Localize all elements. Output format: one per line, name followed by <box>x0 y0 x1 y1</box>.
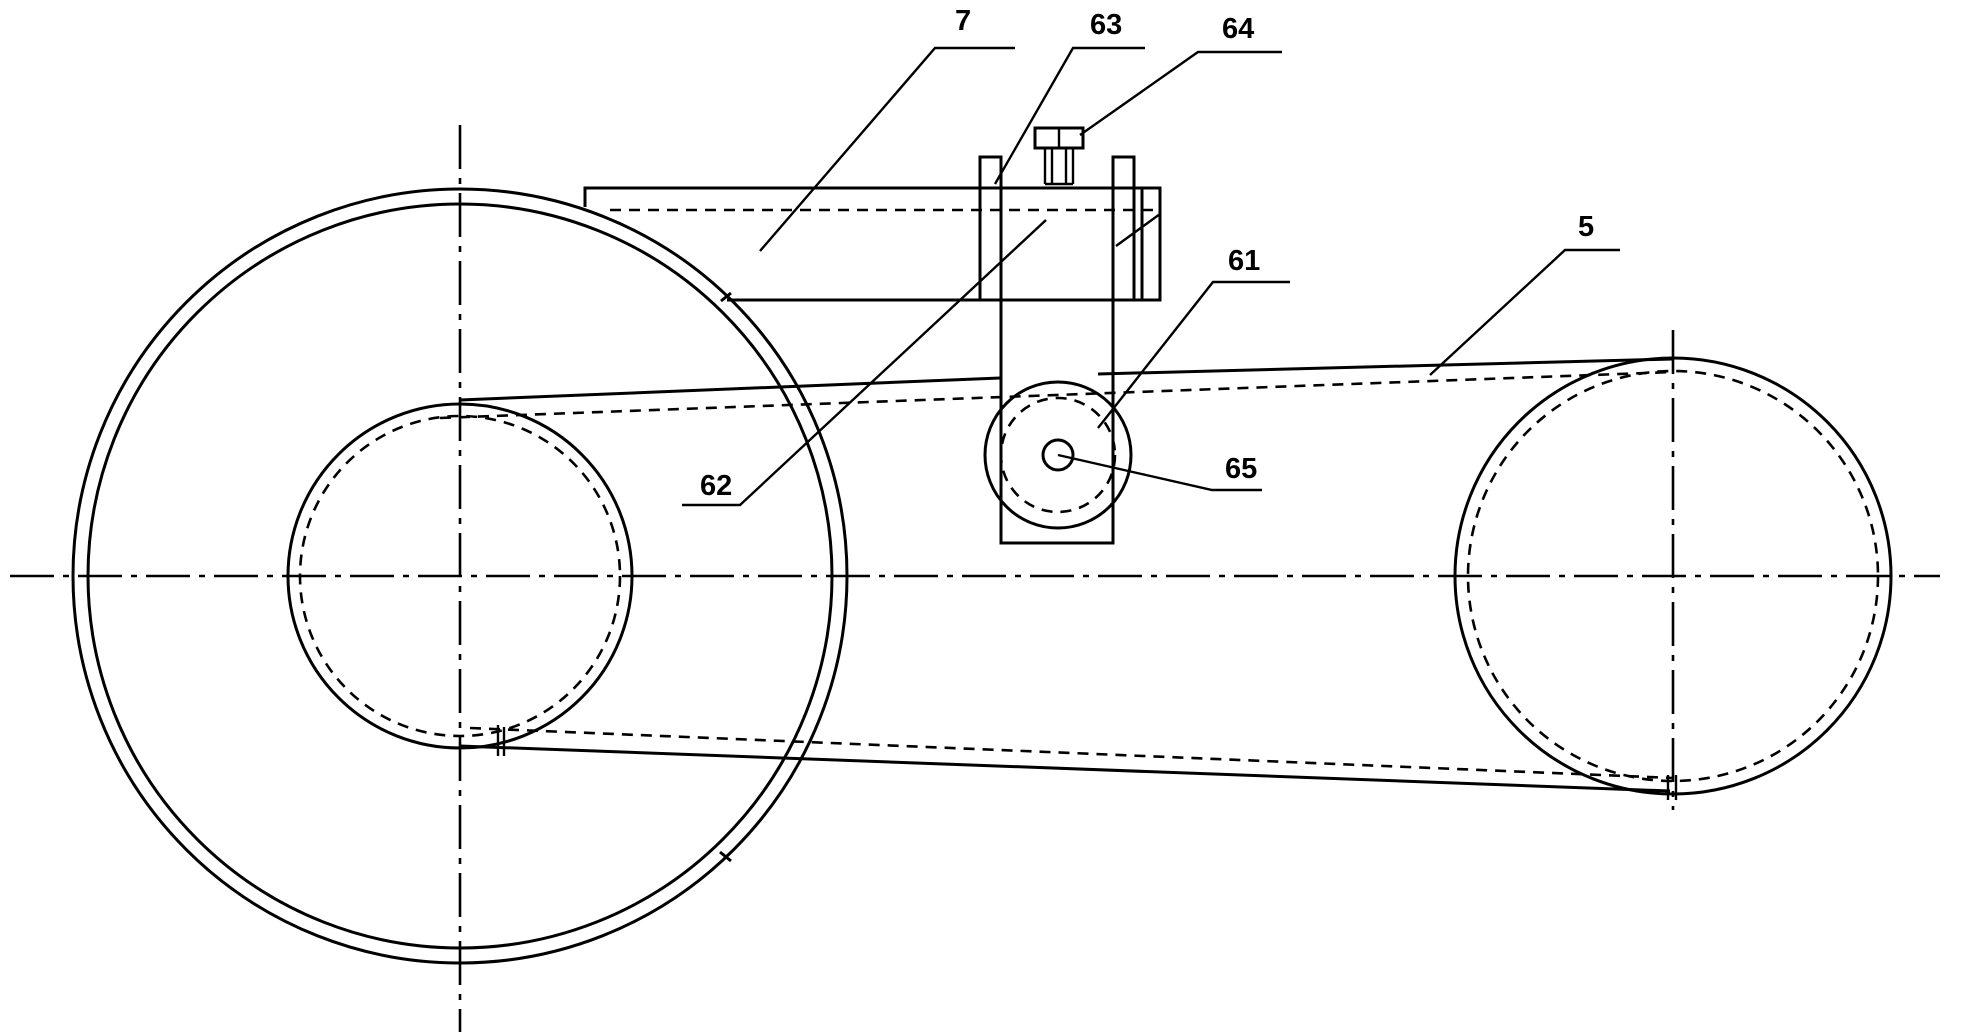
right-pulley-pitch-circle <box>1466 369 1880 783</box>
label-part-62: 62 <box>700 470 732 502</box>
left-pulley-circle <box>286 402 634 750</box>
belt-lower-run <box>459 744 1671 793</box>
tension-wheel-pitch-circle <box>999 396 1117 514</box>
leader-65 <box>1057 453 1262 492</box>
label-part-61: 61 <box>1228 245 1260 277</box>
label-part-65: 65 <box>1225 453 1257 485</box>
left-pulley-pitch-circle <box>298 414 622 738</box>
large-wheel-joint-mark-lower <box>719 850 732 863</box>
slider-body <box>999 300 1115 545</box>
center-lines <box>10 125 1940 1032</box>
belt-upper-run-right <box>1097 357 1674 376</box>
label-part-64: 64 <box>1222 13 1254 45</box>
leader-64 <box>1079 50 1282 136</box>
large-wheel-joint-mark-upper <box>720 291 732 303</box>
leader-61 <box>1097 280 1290 429</box>
label-part-63: 63 <box>1090 9 1122 41</box>
mounting-block-outline <box>583 186 1162 302</box>
tension-wheel-circle <box>983 380 1133 530</box>
part-labels: 7 63 64 5 61 62 65 <box>700 5 1594 502</box>
guide-plate-left-strip <box>978 155 1003 302</box>
belt-upper-run-left <box>459 376 1001 402</box>
belt-inner-upper-run <box>439 370 1674 420</box>
right-pulley-circle <box>1453 356 1893 796</box>
large-wheel-outer-circle <box>71 187 849 965</box>
label-part-7: 7 <box>955 5 971 37</box>
leader-5 <box>1429 248 1620 376</box>
belt-inner-lower-run <box>469 726 1674 780</box>
right-pulley <box>1453 356 1893 796</box>
axle-circle <box>1041 438 1075 472</box>
guide-plate-right-strip <box>1111 155 1136 302</box>
leader-62 <box>682 219 1047 507</box>
tensioner-assembly <box>583 126 1162 545</box>
leader-lines <box>682 46 1620 507</box>
leader-63 <box>993 46 1145 185</box>
left-pulley <box>286 402 634 750</box>
large-wheel <box>71 187 849 965</box>
mounting-block-corner-line <box>1115 213 1161 247</box>
belt <box>439 357 1678 800</box>
large-wheel-inner-circle <box>86 202 834 950</box>
label-part-5: 5 <box>1578 211 1594 243</box>
leader-7 <box>759 46 1015 252</box>
